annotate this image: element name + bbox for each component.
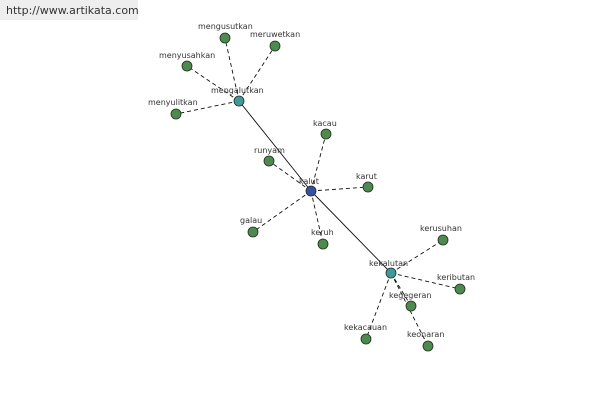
graph-labels: kalut mengalutkan kekalutan mengusutkanmeru… bbox=[148, 22, 475, 339]
label-karut[interactable]: karut bbox=[356, 172, 377, 181]
label-runyam[interactable]: runyam bbox=[254, 146, 285, 155]
label-kekalutan[interactable]: kekalutan bbox=[369, 259, 408, 268]
label-menyusahkan[interactable]: menyusahkan bbox=[159, 51, 215, 60]
node-kacau[interactable] bbox=[320, 128, 332, 140]
label-mengusutkan[interactable]: mengusutkan bbox=[198, 22, 253, 31]
node-kekalutan[interactable] bbox=[385, 267, 397, 279]
node-galau[interactable] bbox=[247, 226, 259, 238]
edge-kekalutan-kegegeran bbox=[390, 272, 412, 307]
node-mengusutkan[interactable] bbox=[219, 32, 231, 44]
label-keruh[interactable]: keruh bbox=[311, 228, 334, 237]
edge-mengalutkan-mengusutkan bbox=[224, 37, 240, 102]
edge-kekalutan-keributan bbox=[390, 272, 461, 290]
graph-nodes bbox=[170, 32, 466, 352]
edge-kalut-keruh bbox=[310, 190, 324, 245]
label-keonaran[interactable]: keonaran bbox=[407, 330, 444, 339]
edge-kekalutan-kekacauan bbox=[365, 272, 392, 340]
label-mengalutkan[interactable]: mengalutkan bbox=[211, 86, 264, 95]
edge-mengalutkan-menyusahkan bbox=[186, 65, 240, 102]
graph-edges bbox=[175, 37, 461, 347]
node-menyusahkan[interactable] bbox=[181, 60, 193, 72]
node-kerusuhan[interactable] bbox=[437, 234, 449, 246]
label-menyulitkan[interactable]: menyulitkan bbox=[148, 98, 198, 107]
source-url-label[interactable]: http://www.artikata.com bbox=[0, 0, 139, 20]
label-kacau[interactable]: kacau bbox=[313, 119, 337, 128]
node-kalut[interactable] bbox=[305, 185, 317, 197]
label-galau[interactable]: galau bbox=[240, 216, 262, 225]
node-kegegeran[interactable] bbox=[405, 300, 417, 312]
label-kekacauan[interactable]: kekacauan bbox=[344, 323, 387, 332]
edge-kalut-karut bbox=[310, 186, 369, 192]
node-keruh[interactable] bbox=[317, 238, 329, 250]
edge-kalut-mengalutkan bbox=[238, 100, 312, 192]
edge-kalut-runyam bbox=[268, 160, 312, 192]
node-keributan[interactable] bbox=[454, 283, 466, 295]
node-kekacauan[interactable] bbox=[360, 333, 372, 345]
node-meruwetkan[interactable] bbox=[269, 40, 281, 52]
label-meruwetkan[interactable]: meruwetkan bbox=[250, 30, 300, 39]
edge-kalut-kacau bbox=[310, 133, 327, 192]
label-keributan[interactable]: keributan bbox=[437, 273, 475, 282]
label-kalut[interactable]: kalut bbox=[299, 177, 319, 186]
node-mengalutkan[interactable] bbox=[233, 95, 245, 107]
edge-kalut-kekalutan bbox=[310, 190, 392, 274]
node-menyulitkan[interactable] bbox=[170, 108, 182, 120]
edge-kalut-galau bbox=[252, 190, 312, 233]
edge-mengalutkan-meruwetkan bbox=[238, 45, 276, 102]
label-kerusuhan[interactable]: kerusuhan bbox=[420, 224, 462, 233]
node-karut[interactable] bbox=[362, 181, 374, 193]
node-runyam[interactable] bbox=[263, 155, 275, 167]
edge-kekalutan-kerusuhan bbox=[390, 239, 444, 274]
node-keonaran[interactable] bbox=[422, 340, 434, 352]
label-kegegeran[interactable]: kegegeran bbox=[389, 291, 432, 300]
edge-mengalutkan-menyulitkan bbox=[175, 100, 240, 115]
